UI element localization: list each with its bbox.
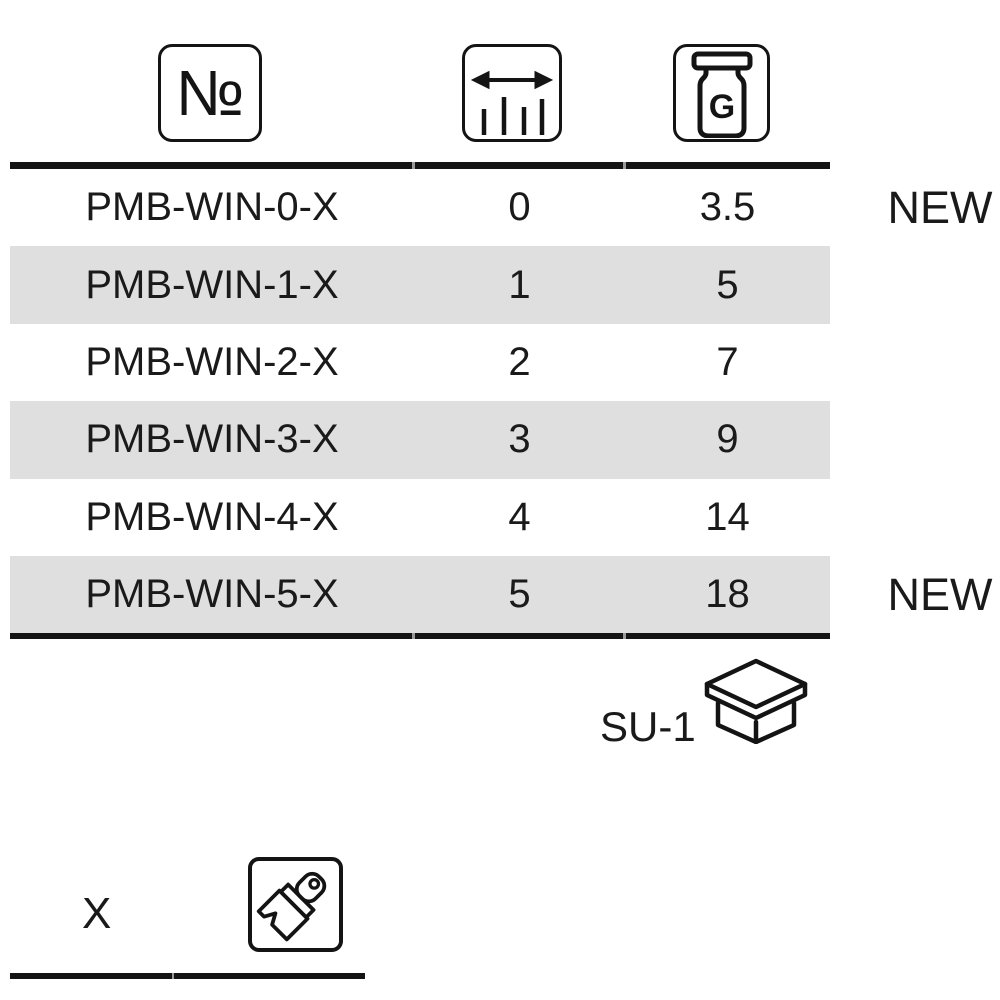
numero-symbol: № bbox=[175, 57, 245, 129]
size-cell: 1 bbox=[508, 262, 531, 307]
table-row: PMB-WIN-3-X 3 9 bbox=[10, 401, 830, 479]
size-cell: 2 bbox=[508, 339, 531, 384]
table-row: PMB-WIN-1-X 1 5 bbox=[10, 246, 830, 324]
weight-cell: 14 bbox=[705, 494, 750, 539]
new-badge: NEW bbox=[887, 181, 993, 233]
table-row: PMB-WIN-0-X 0 3.5 NEW bbox=[10, 169, 993, 247]
article-cell: PMB-WIN-5-X bbox=[85, 572, 339, 617]
table-row: PMB-WIN-5-X 5 18 NEW bbox=[10, 555, 993, 634]
size-cell: 3 bbox=[508, 417, 531, 462]
weight-cell: 7 bbox=[716, 339, 739, 384]
paintbrush-icon-glyph bbox=[256, 871, 327, 942]
width-range-icon bbox=[462, 44, 562, 142]
table-row: PMB-WIN-4-X 4 14 bbox=[10, 478, 830, 556]
article-cell: PMB-WIN-2-X bbox=[85, 339, 339, 384]
footer-rule bbox=[10, 973, 365, 979]
article-cell: PMB-WIN-1-X bbox=[85, 262, 339, 307]
paintbrush-icon bbox=[248, 857, 343, 952]
weight-cell: 3.5 bbox=[699, 185, 756, 230]
article-cell: PMB-WIN-4-X bbox=[85, 494, 339, 539]
shipping-box-icon bbox=[704, 658, 808, 744]
weight-grams-icon: G bbox=[673, 44, 770, 142]
grams-letter: G bbox=[708, 88, 734, 126]
size-cell: 0 bbox=[508, 185, 531, 230]
product-table: PMB-WIN-0-X 0 3.5 NEW PMB-WIN-1-X 1 5 PM… bbox=[10, 162, 993, 640]
weight-cell: 5 bbox=[716, 262, 739, 307]
table-row: PMB-WIN-2-X 2 7 bbox=[10, 323, 830, 402]
packaging-unit-label: SU-1 bbox=[600, 703, 696, 750]
table-bottom-border bbox=[10, 633, 830, 640]
weight-cell: 9 bbox=[716, 417, 739, 462]
variant-x-label: X bbox=[82, 889, 112, 938]
table-top-border bbox=[10, 162, 830, 169]
weight-grams-icon-glyph: G bbox=[691, 51, 752, 138]
width-range-icon-glyph bbox=[470, 70, 554, 135]
weight-cell: 18 bbox=[705, 572, 750, 617]
article-cell: PMB-WIN-0-X bbox=[85, 185, 339, 230]
new-badge: NEW bbox=[887, 568, 993, 620]
size-cell: 4 bbox=[508, 494, 531, 539]
size-cell: 5 bbox=[508, 572, 531, 617]
article-cell: PMB-WIN-3-X bbox=[85, 417, 339, 462]
numero-icon: № bbox=[158, 44, 262, 142]
